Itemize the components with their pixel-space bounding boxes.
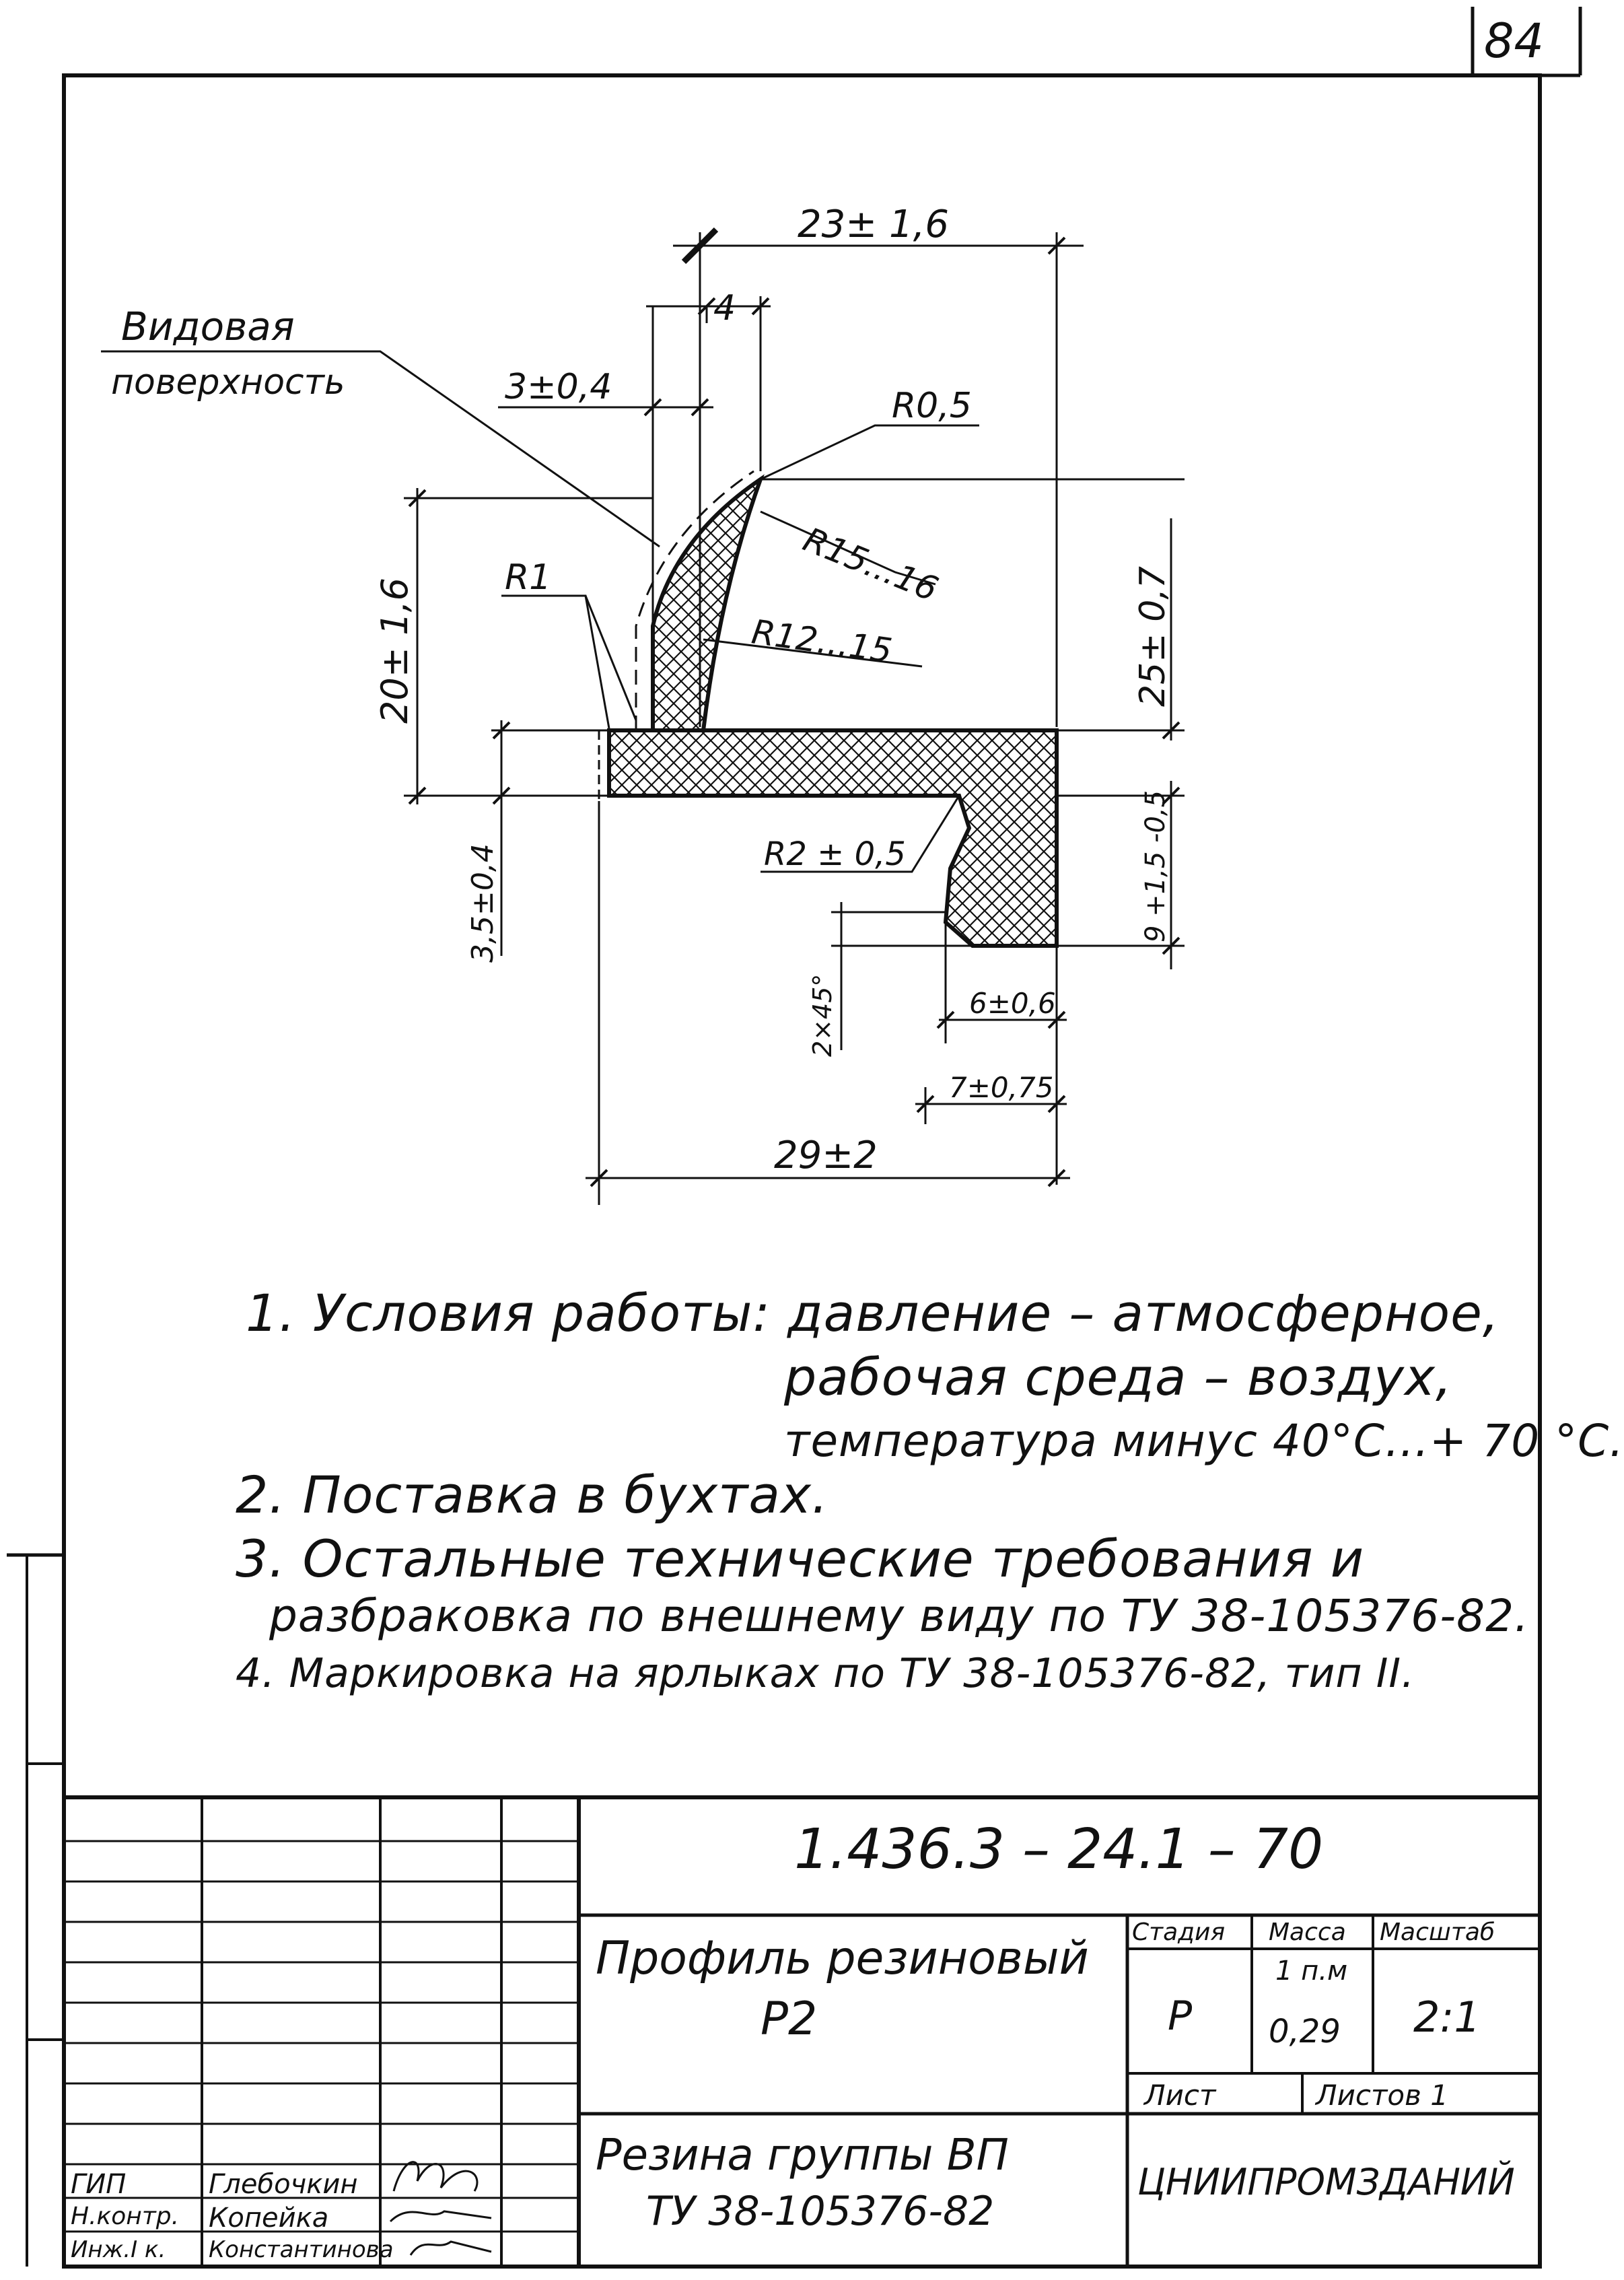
profile-section <box>598 470 1059 948</box>
radius-tip: R0,5 <box>892 386 972 426</box>
stage-value: Р <box>1168 1993 1193 2040</box>
signature-role-1: ГИП <box>71 2169 127 2200</box>
note-3-line-2: разбраковка по внешнему виду по ТУ 38-10… <box>269 1590 1530 1642</box>
note-2: 2. Поставка в бухтах. <box>236 1465 829 1525</box>
document-code: 1.436.3 – 24.1 – 70 <box>794 1818 1324 1881</box>
page-number: 84 <box>1484 13 1544 69</box>
dim-total-width: 29±2 <box>774 1134 878 1177</box>
product-name-line-1: Профиль резиновый <box>596 1932 1089 1985</box>
signature-name-1: Глебочкин <box>209 2169 358 2200</box>
mass-unit: 1 п.м <box>1275 1956 1348 1987</box>
signature-role-3: Инж.I к. <box>71 2236 166 2263</box>
dim-top-width: 23± 1,6 <box>798 203 949 246</box>
dimension-lines <box>101 232 1185 1205</box>
dim-lip-thickness: 3±0,4 <box>505 367 612 407</box>
sheet-frame <box>7 7 1582 2269</box>
material-line-1: Резина группы ВП <box>596 2131 1009 2180</box>
stage-header: Стадия <box>1132 1919 1226 1946</box>
material-line-2: ТУ 38-105376-82 <box>646 2188 995 2235</box>
product-name-line-2: Р2 <box>761 1993 818 2046</box>
signature-role-2: Н.контр. <box>71 2203 180 2230</box>
mass-value: 0,29 <box>1269 2013 1341 2050</box>
dim-height-right: 25± 0,7 <box>1133 566 1173 707</box>
signature-name-2: Копейка <box>209 2203 329 2234</box>
dim-chamfer: 2×45° <box>808 974 837 1057</box>
note-1-line-3: температура минус 40°С...+ 70 °С. <box>784 1415 1624 1467</box>
radius-step: R2 ± 0,5 <box>764 835 906 873</box>
dim-height-left: 20± 1,6 <box>374 578 416 724</box>
dimension-labels: Видовая поверхность 23± 1,6 4 3±0,4 R0,5… <box>111 203 1173 1177</box>
label-visible-surface-2: поверхность <box>111 362 345 403</box>
sheets-label: Листов 1 <box>1316 2079 1448 2112</box>
technical-drawing: 84 <box>7 7 1582 2269</box>
dim-foot-height: 9 +1,5 -0,5 <box>1140 790 1171 942</box>
note-3-line-1: 3. Остальные технические требования и <box>236 1529 1365 1589</box>
radius-outer: R15...16 <box>798 520 944 609</box>
note-1-line-1: 1. Условия работы: давление – атмосферно… <box>246 1283 1500 1343</box>
dim-lip: 4 <box>713 288 736 329</box>
radius-inner: R12...15 <box>749 612 894 670</box>
sheet-label: Лист <box>1144 2079 1216 2112</box>
mass-header: Масса <box>1269 1919 1346 1946</box>
scale-value: 2:1 <box>1413 1993 1481 2042</box>
title-block-grid <box>64 1795 1540 2267</box>
dim-base-thickness: 3,5±0,4 <box>466 843 500 963</box>
signature-name-3: Константинова <box>209 2236 394 2263</box>
label-visible-surface: Видовая <box>121 304 295 349</box>
scale-header: Масштаб <box>1380 1919 1495 1946</box>
dim-foot-width-7: 7±0,75 <box>949 1071 1053 1104</box>
organization: ЦНИИПРОМЗДАНИЙ <box>1137 2161 1515 2203</box>
note-4: 4. Маркировка на ярлыках по ТУ 38-105376… <box>236 1650 1415 1697</box>
note-1-line-2: рабочая среда – воздух, <box>784 1347 1453 1407</box>
radius-corner: R1 <box>505 557 551 598</box>
dim-foot-width-6: 6±0,6 <box>969 987 1056 1020</box>
